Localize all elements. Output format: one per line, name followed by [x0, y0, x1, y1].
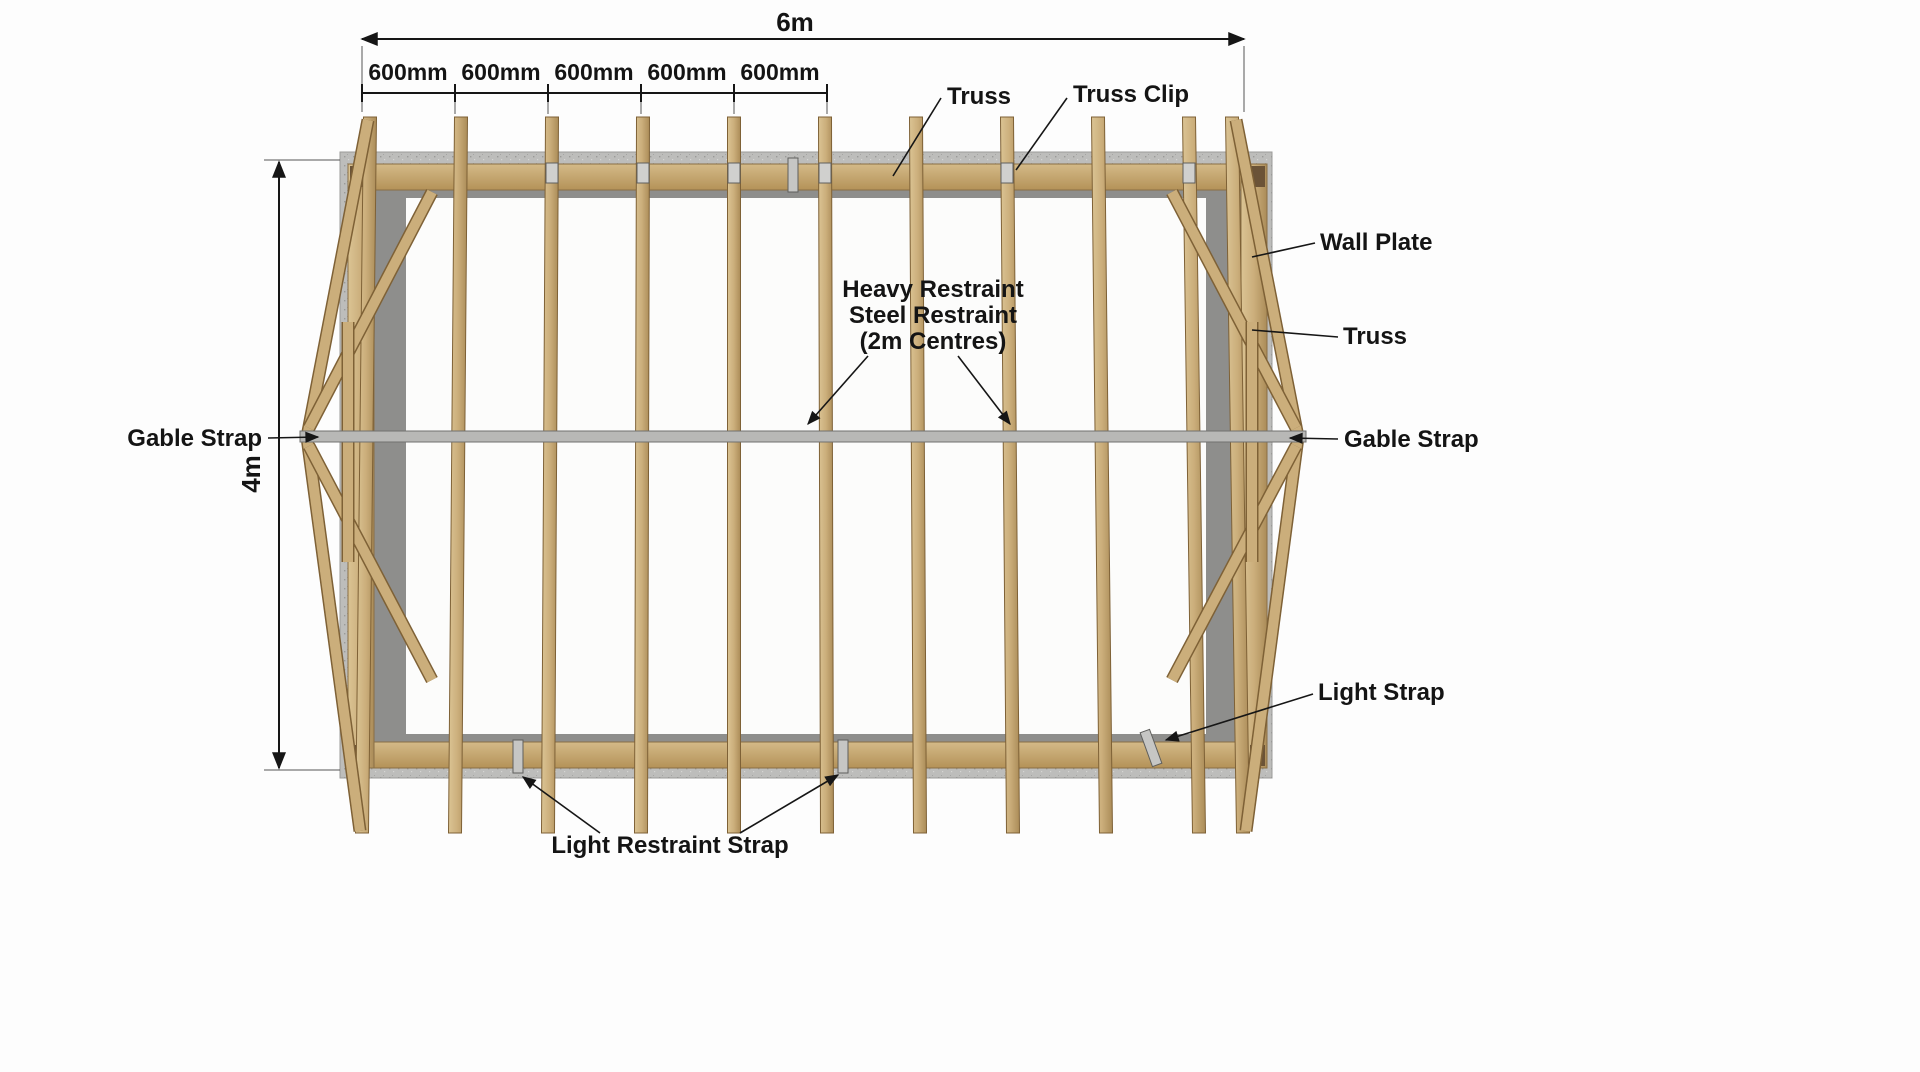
truss-clip	[1182, 162, 1196, 184]
label-gable-strap-left: Gable Strap	[127, 425, 262, 452]
leader-light-restraint-right	[739, 774, 840, 834]
leader-truss-right	[1251, 329, 1339, 338]
leader-gable-strap-right	[1288, 432, 1339, 444]
leader-heavy-restraint-left	[807, 355, 869, 426]
leader-truss-clip	[1015, 97, 1068, 171]
truss-member	[908, 116, 928, 834]
dimension-label-bay: 600mm	[647, 59, 726, 85]
steel-restraint-strap	[299, 430, 1307, 443]
dimension-label-bay: 600mm	[368, 59, 447, 85]
dimension-label-bay: 600mm	[461, 59, 540, 85]
light-strap-item	[1139, 728, 1163, 768]
dimension-bays: 600mm 600mm 600mm 600mm 600mm	[361, 59, 828, 114]
label-truss-top: Truss	[947, 83, 1011, 110]
trusses	[354, 116, 1251, 834]
wall-interior	[406, 198, 1206, 734]
wall-plate-top	[347, 163, 1268, 191]
label-gable-strap-right: Gable Strap	[1344, 426, 1479, 453]
leader-light-strap	[1164, 693, 1314, 742]
dimension-label-bay: 600mm	[740, 59, 819, 85]
dimension-height: 4m	[236, 159, 340, 771]
truss-clip	[545, 162, 559, 184]
top-restraint-strap	[787, 157, 799, 193]
light-straps	[512, 728, 1163, 774]
label-heavy-restraint-line2: Steel Restraint	[849, 302, 1017, 329]
truss-member	[727, 116, 741, 834]
light-restraint-strap-item	[837, 739, 849, 774]
gable-bracing-left	[300, 118, 438, 832]
truss-clip	[636, 162, 650, 184]
dimension-label-bay: 600mm	[554, 59, 633, 85]
gable-bracing-right	[1166, 118, 1305, 832]
truss-member	[447, 116, 469, 834]
leader-light-restraint-left	[521, 776, 601, 834]
light-restraint-strap-item	[512, 739, 524, 774]
dimension-total-width: 6m	[360, 7, 1246, 112]
annotations: Truss Truss Clip Wall Plate Truss Gable …	[127, 81, 1478, 859]
truss-member	[633, 116, 651, 834]
label-heavy-restraint-line3: (2m Centres)	[860, 328, 1007, 355]
truss-clip	[1000, 162, 1014, 184]
dimension-label-4m: 4m	[236, 455, 266, 493]
leader-gable-strap-left	[267, 431, 320, 443]
leader-heavy-restraint-right	[957, 355, 1011, 426]
wall-plate-bottom	[347, 741, 1268, 769]
truss-clips	[545, 157, 1196, 193]
truss-member	[999, 116, 1021, 834]
label-truss-clip: Truss Clip	[1073, 81, 1189, 108]
dimension-label-6m: 6m	[776, 7, 814, 37]
wall	[339, 151, 1273, 779]
leader-truss-top	[892, 97, 942, 177]
truss-member	[1181, 116, 1207, 834]
truss-member	[817, 116, 835, 834]
leader-wall-plate	[1251, 242, 1316, 258]
truss-member	[1090, 116, 1114, 834]
label-truss-right: Truss	[1343, 323, 1407, 350]
label-light-strap: Light Strap	[1318, 679, 1445, 706]
truss-clip	[727, 162, 741, 184]
truss-member	[540, 116, 560, 834]
label-heavy-restraint-line1: Heavy Restraint	[842, 276, 1023, 303]
label-light-restraint-strap: Light Restraint Strap	[551, 832, 788, 859]
label-wall-plate: Wall Plate	[1320, 229, 1432, 256]
truss-clip	[818, 162, 832, 184]
